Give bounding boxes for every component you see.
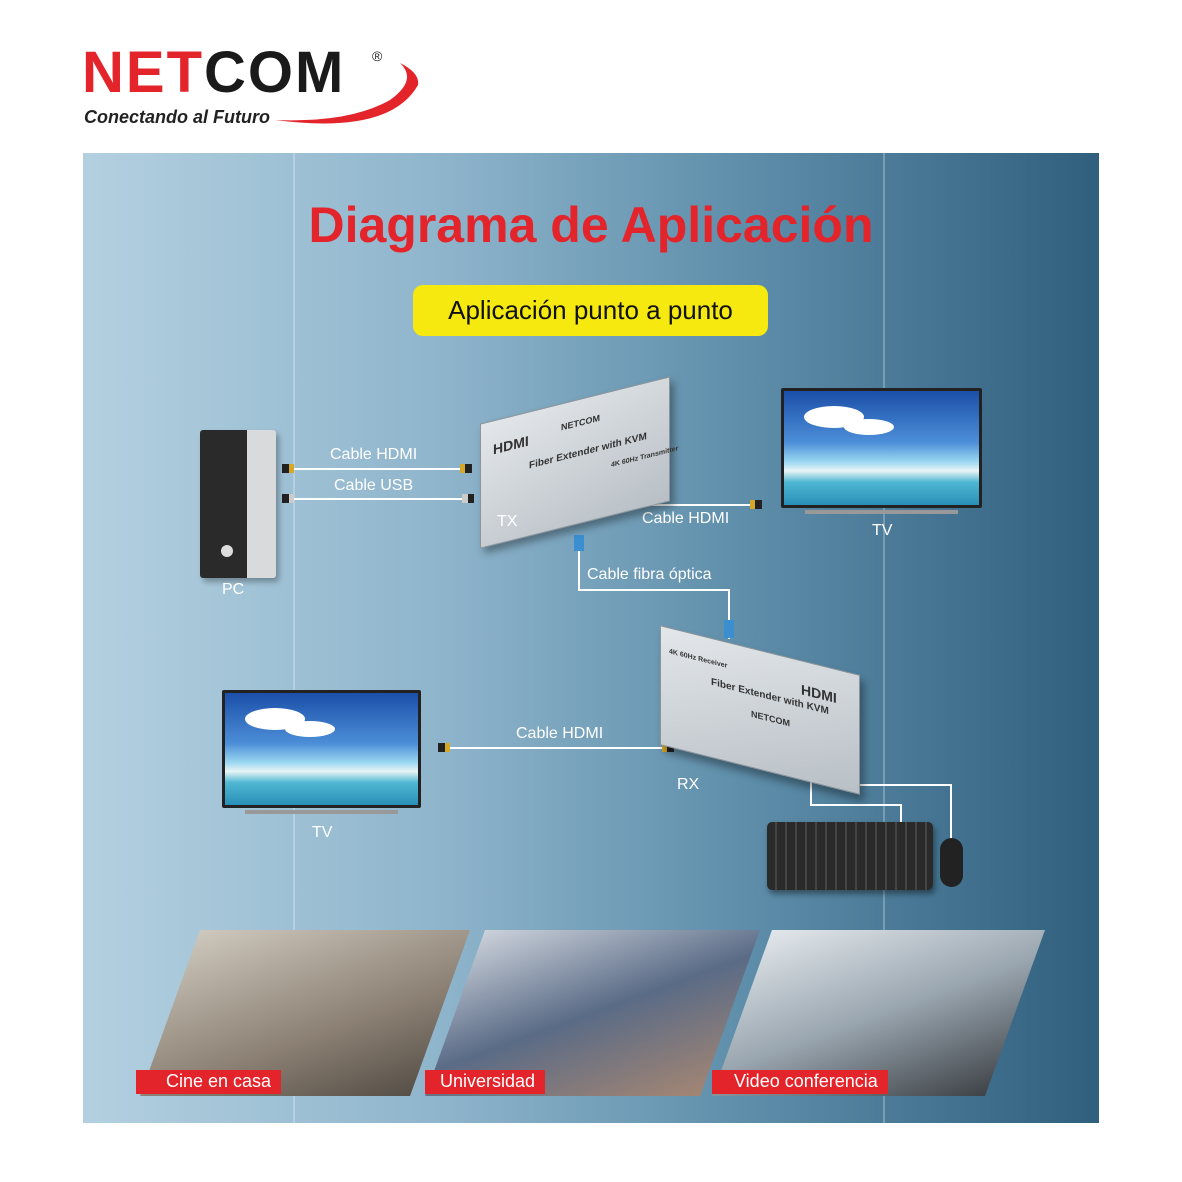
tx-label: TX [497,513,518,530]
logo-net: NET [82,40,204,105]
cable-label: Cable HDMI [516,725,604,742]
device-brand: NETCOM [561,412,600,433]
tv-stand [245,810,398,814]
brand-logo: NETCOM [82,44,345,102]
cable-mouse-c [950,784,952,839]
cable-label: Cable HDMI [642,510,730,527]
cable-label: Cable USB [334,477,414,494]
tv-top-icon [781,388,982,508]
cable-pc-hdmi [290,468,465,470]
device-product: Fiber Extender with KVM [529,431,647,472]
page-title: Diagrama de Aplicación [308,197,874,253]
usb-plug-icon [282,494,294,503]
pc-tower-icon [200,430,276,578]
device-brand: NETCOM [751,708,790,729]
cable-tx-tv [620,504,760,506]
scenario-label: Universidad [425,1070,546,1094]
slogan: Conectando al Futuro [84,107,270,127]
hdmi-plug-icon [438,743,450,752]
registered-mark: ® [372,48,383,64]
cable-pc-usb [290,498,465,500]
hdmi-plug-icon [460,464,472,473]
hdmi-plug-icon [750,500,762,509]
cable-fiber-b [578,589,730,591]
fiber-connector-icon [574,535,584,551]
cable-fiber-c [728,589,730,639]
logo-com: COM [204,40,346,105]
rx-label: RX [677,776,700,793]
subtitle-badge: Aplicación punto a punto [413,285,768,336]
tv-stand [805,510,958,514]
cable-kb-b [810,804,902,806]
device-note: 4K 60Hz Transmitter [611,445,679,470]
hdmi-logo: HDMI [493,432,529,458]
fiber-connector-icon [724,620,734,638]
pc-label: PC [222,581,245,598]
tv-bottom-label: TV [312,824,333,841]
mouse-icon [940,838,963,887]
hdmi-plug-icon [282,464,294,473]
cable-rx-tv [450,747,670,749]
tv-top-label: TV [872,522,893,539]
logo-swoosh-icon [275,63,419,124]
scenario-label: Video conferencia [712,1070,888,1094]
cable-fiber-a [578,540,580,590]
photo-home-cinema [140,930,470,1096]
photo-videoconference [712,930,1045,1096]
photo-university [425,930,760,1096]
cable-label: Cable HDMI [330,446,418,463]
cable-kb-c [900,804,902,824]
tv-bottom-icon [222,690,421,808]
keyboard-icon [767,822,933,890]
hdmi-plug-icon [662,743,674,752]
cable-label: Cable fibra óptica [587,566,712,583]
cable-mouse-b [836,784,952,786]
usb-plug-icon [462,494,474,503]
scenario-label: Cine en casa [136,1070,282,1094]
device-note: 4K 60Hz Receiver [669,648,728,670]
